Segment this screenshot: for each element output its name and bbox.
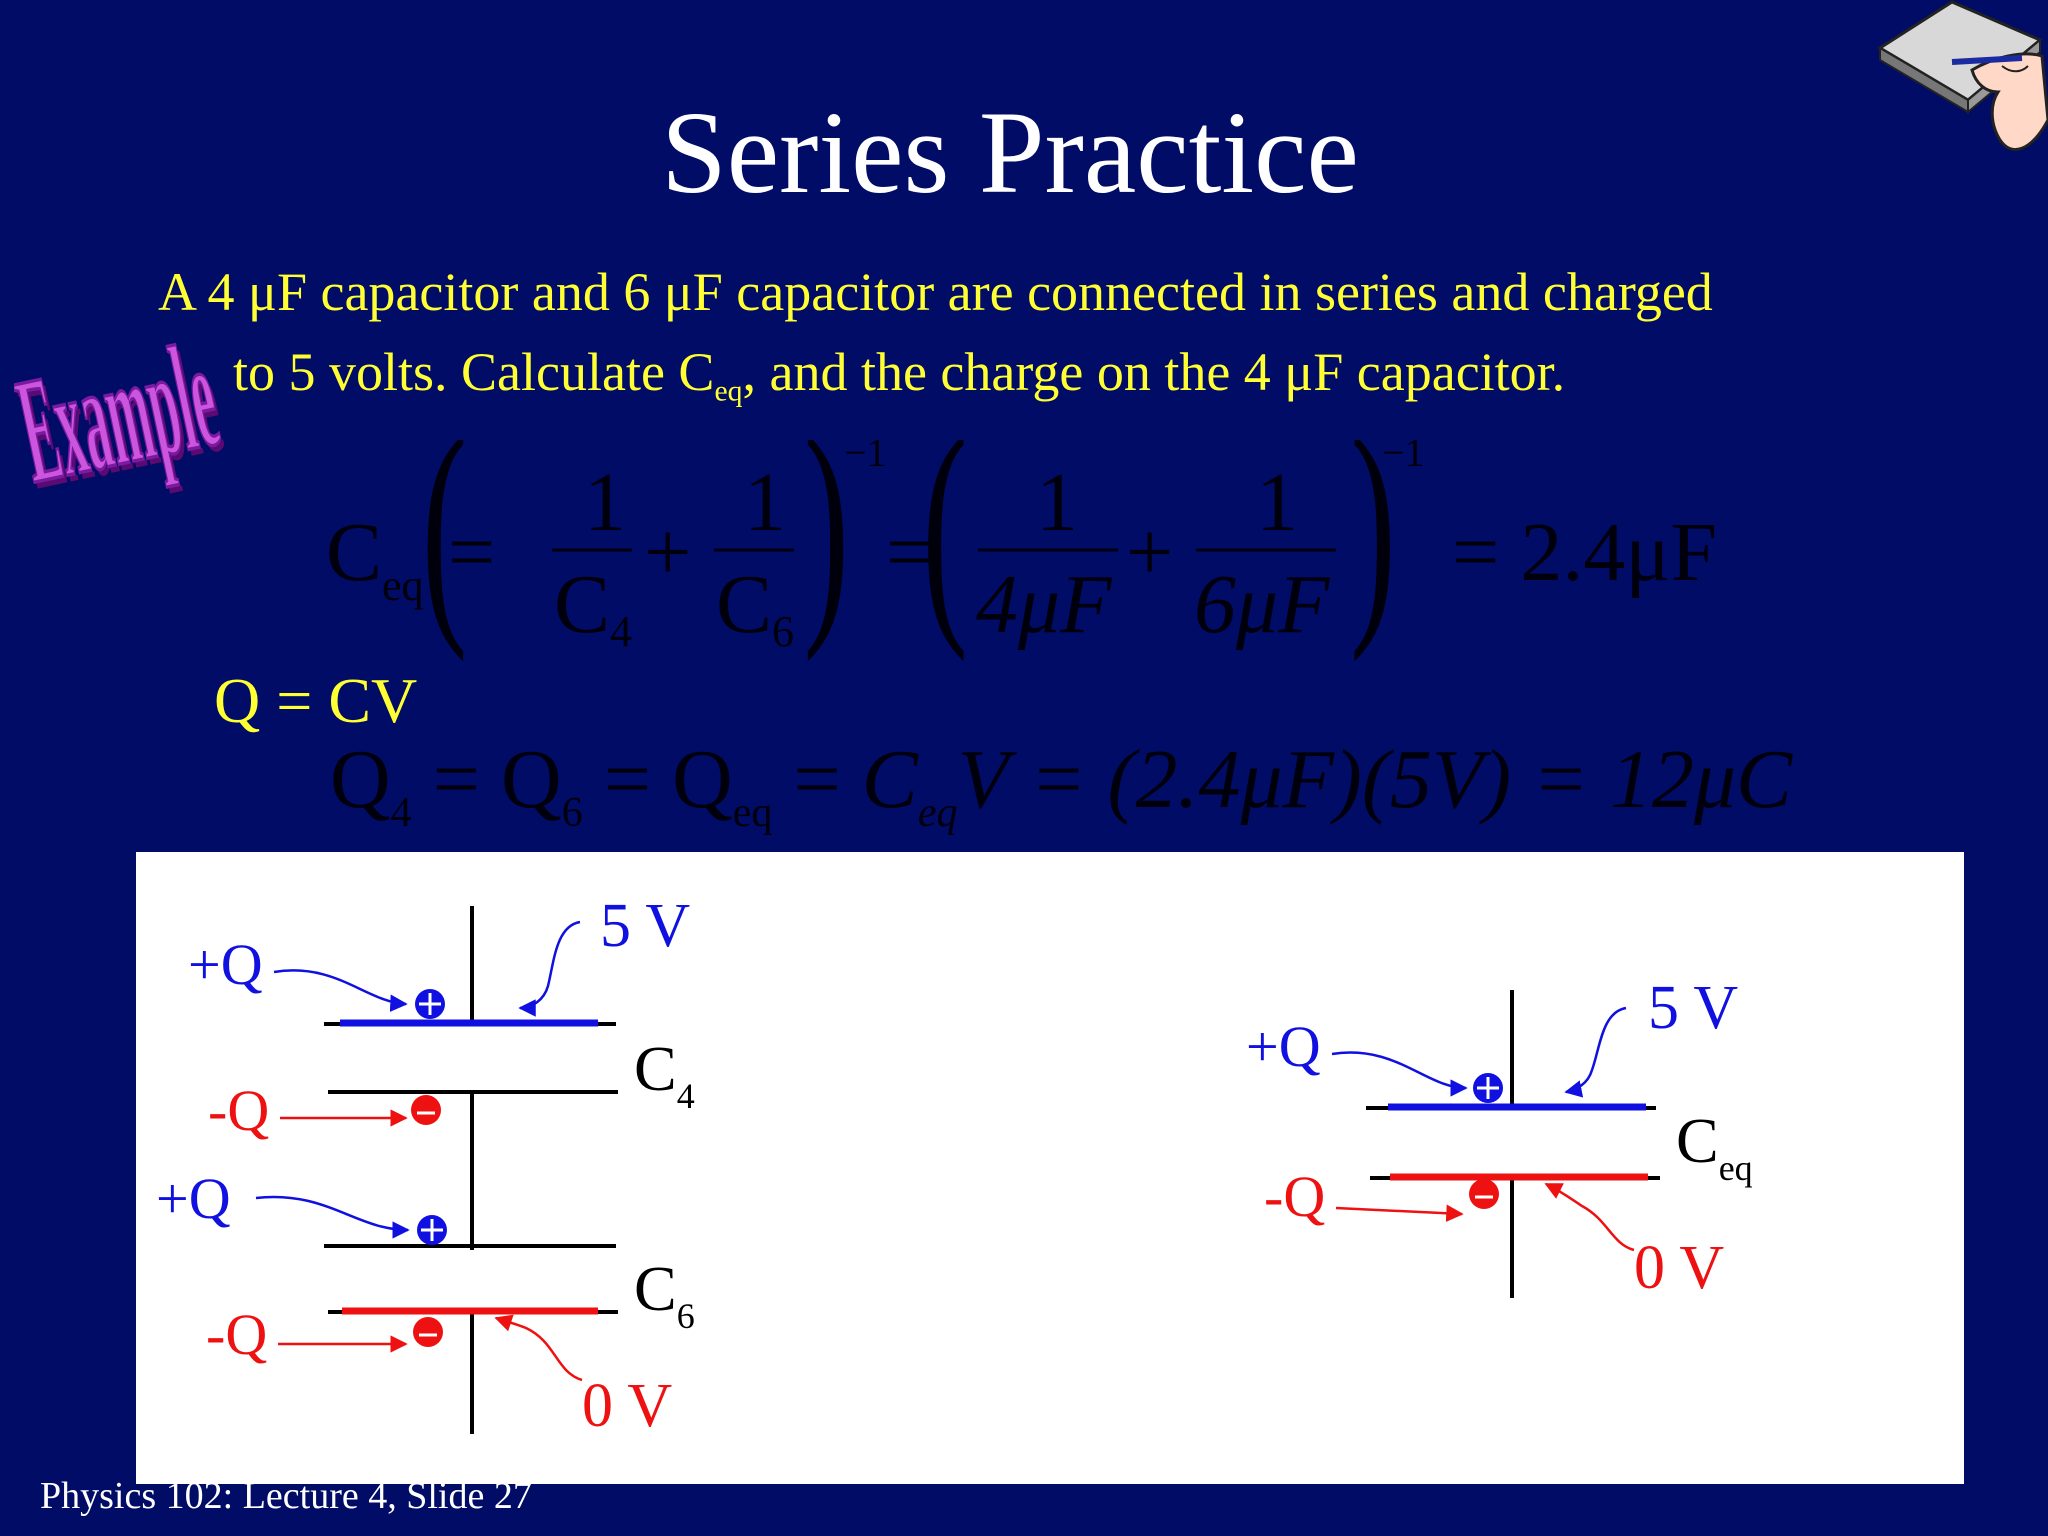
equals-sign-1: =: [448, 506, 495, 599]
right-paren-2: ): [1350, 440, 1396, 663]
slide-footer: Physics 102: Lecture 4, Slide 27: [40, 1475, 532, 1517]
slide-title: Series Practice: [661, 87, 1359, 218]
frac1-numerator: 1: [584, 456, 626, 549]
plus-q-label-c6: +Q: [156, 1166, 231, 1231]
arrow-plus-q-c6: [255, 1195, 410, 1239]
ceq-result: = 2.4μF: [1452, 506, 1717, 599]
minus-q-label-c4: -Q: [208, 1078, 269, 1143]
voltage-bottom-label-eq: 0 V: [1634, 1234, 1724, 1302]
problem-line-2-end: , and the charge on the 4 μF capacitor.: [742, 342, 1566, 402]
equivalent-capacitor-diagram: +Q -Q 5 V 0 V Ceq: [1246, 974, 1753, 1302]
frac3-numerator: 1: [1036, 456, 1078, 549]
frac4-numerator: 1: [1256, 456, 1298, 549]
voltage-top-label: 5 V: [600, 892, 690, 960]
arrow-0v-right: [1544, 1182, 1635, 1252]
notepad-hand-icon: [1877, 0, 2048, 151]
problem-line-2: to 5 volts. Calculate Ceq, and the charg…: [158, 332, 1713, 431]
example-badge-shadow: Example: [14, 318, 224, 508]
right-paren-1: ): [803, 440, 849, 663]
plus-q-label-eq: +Q: [1246, 1014, 1321, 1079]
plus-charge-icon: [1473, 1073, 1503, 1103]
diagram-panel: +Q -Q +Q -Q 5 V 0 V C4 C6: [136, 852, 1964, 1484]
ceqv-term: CeqV: [861, 733, 1009, 836]
arrow-plus-q-c4: [273, 969, 408, 1012]
arrow-5v-right: [1564, 1006, 1627, 1098]
arrow-minus-q-eq: [1335, 1204, 1464, 1222]
problem-line-2-subscript: eq: [714, 375, 743, 408]
charge-formula: Q4 = Q6 = Qeq = CeqV = (2.4μF)(5V) = 12μ…: [330, 738, 1792, 834]
q6-term: Q6: [501, 733, 583, 836]
q-equals-cv: Q = CV: [214, 665, 418, 736]
example-badge-text: Example: [14, 318, 224, 508]
plus-sign-2: +: [1126, 506, 1173, 599]
exponent-2: −1: [1382, 440, 1425, 475]
ceq-label: Ceq: [1676, 1105, 1753, 1188]
c4-label: C4: [634, 1033, 695, 1116]
plus-charge-icon: [417, 1215, 447, 1245]
capacitor-diagrams: +Q -Q +Q -Q 5 V 0 V C4 C6: [156, 892, 1753, 1440]
equals-sign-q1: =: [432, 733, 502, 826]
arrow-0v-left: [494, 1314, 583, 1382]
problem-statement: A 4 μF capacitor and 6 μF capacitor are …: [158, 252, 1713, 431]
frac3-denominator: 4μF: [976, 558, 1113, 651]
equals-sign-q2: =: [603, 733, 673, 826]
plus-q-label-c4: +Q: [188, 932, 263, 997]
voltage-top-label-eq: 5 V: [1648, 974, 1738, 1042]
minus-charge-icon: [1469, 1179, 1499, 1209]
left-paren-2: (: [922, 440, 968, 663]
minus-charge-icon: [413, 1317, 443, 1347]
problem-line-1: A 4 μF capacitor and 6 μF capacitor are …: [158, 262, 1713, 322]
example-badge: Example Example: [14, 318, 224, 508]
charge-result: = (2.4μF)(5V) = 12μC: [1029, 733, 1793, 826]
left-paren-1: (: [422, 440, 468, 663]
problem-line-2-start: to 5 volts. Calculate C: [233, 342, 715, 402]
q4-term: Q4: [330, 733, 412, 836]
ceq-formula: Ceq = ( 1 C4 + 1 C6 ) −1 = ( 1 4μF + 1 6…: [326, 440, 1717, 663]
frac2-denominator: C6: [716, 558, 794, 656]
exponent-1: −1: [844, 440, 887, 475]
plus-charge-icon: [415, 989, 445, 1019]
equals-sign-2: =: [886, 506, 933, 599]
qeq-term: Qeq: [672, 733, 773, 836]
frac4-denominator: 6μF: [1194, 558, 1331, 651]
voltage-bottom-label: 0 V: [582, 1372, 672, 1440]
series-capacitor-diagram: +Q -Q +Q -Q 5 V 0 V C4 C6: [156, 892, 695, 1440]
ceq-lhs: Ceq: [326, 506, 424, 610]
arrow-5v-left: [518, 920, 581, 1017]
equals-sign-q3: =: [793, 733, 862, 826]
minus-charge-icon: [411, 1095, 441, 1125]
c6-label: C6: [634, 1253, 695, 1336]
frac1-denominator: C4: [554, 558, 632, 656]
frac2-numerator: 1: [744, 456, 786, 549]
plus-sign-1: +: [644, 506, 691, 599]
arrow-plus-q-eq: [1331, 1051, 1468, 1097]
minus-q-label-eq: -Q: [1264, 1164, 1325, 1229]
minus-q-label-c6: -Q: [206, 1302, 267, 1367]
